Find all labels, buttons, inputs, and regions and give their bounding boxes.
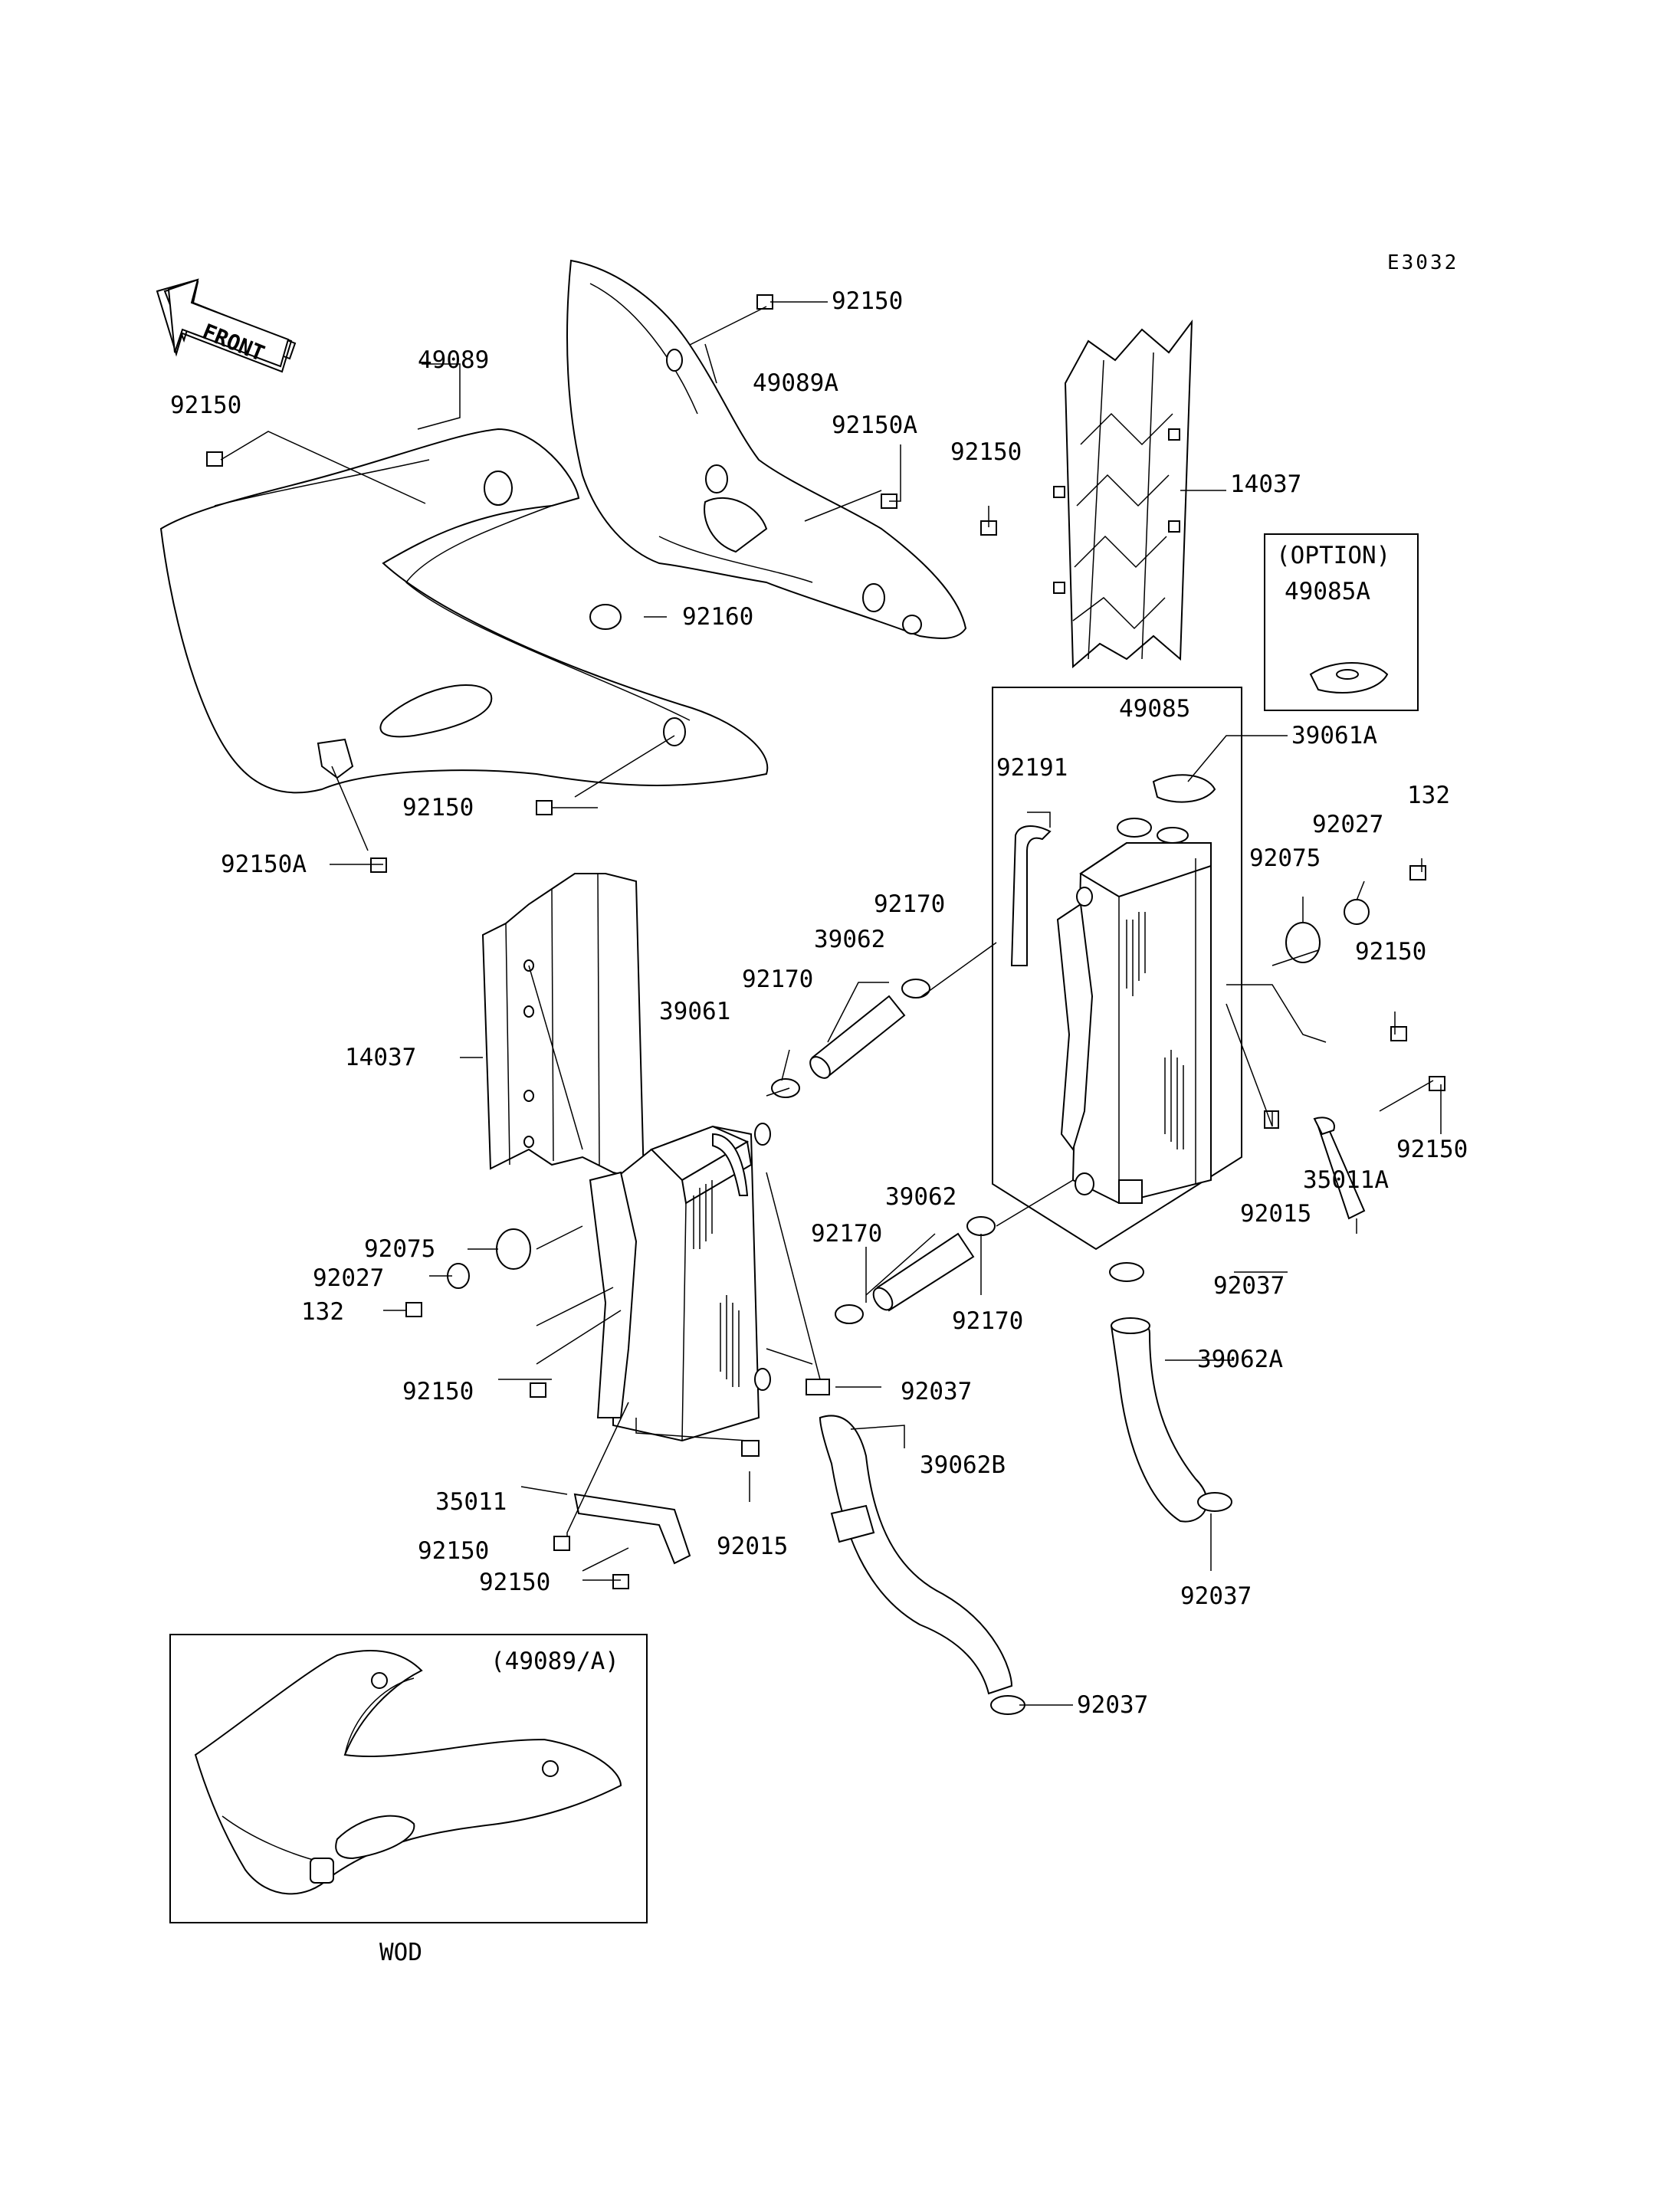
inset-title: (49089/A) [491, 1648, 619, 1675]
label-92150: 92150 [950, 438, 1022, 466]
label-49089A: 49089A [753, 369, 838, 397]
label-92027: 92027 [1312, 811, 1383, 838]
radiator-left [589, 1123, 771, 1442]
label-92150A: 92150A [221, 851, 307, 878]
label-92075: 92075 [1249, 844, 1321, 872]
label-92027: 92027 [313, 1264, 384, 1292]
label-39062: 39062 [885, 1183, 956, 1211]
part-labels: 49089 92150 92150 49089A 92150A 92150 14… [170, 287, 1468, 1719]
label-14037: 14037 [345, 1044, 416, 1071]
label-49085: 49085 [1119, 695, 1190, 723]
label-92170: 92170 [742, 966, 813, 993]
cap-49085-icon [1152, 774, 1216, 803]
label-92150A: 92150A [832, 412, 917, 439]
label-92150: 92150 [402, 794, 474, 821]
label-92037: 92037 [1180, 1582, 1252, 1610]
leader-lines [220, 301, 1442, 1706]
label-92015: 92015 [717, 1533, 788, 1560]
inset-box: (49089/A) WOD [169, 1634, 648, 1966]
hose-39062-upper [809, 995, 906, 1079]
radiator-shroud-right [566, 259, 967, 639]
bracket-35011 [573, 1493, 691, 1565]
label-92170: 92170 [952, 1307, 1023, 1335]
option-title: (OPTION) [1276, 542, 1390, 569]
label-92037: 92037 [901, 1378, 972, 1405]
label-92037: 92037 [1213, 1272, 1285, 1300]
label-92150: 92150 [1396, 1136, 1468, 1163]
label-92170: 92170 [874, 890, 945, 918]
label-92015: 92015 [1240, 1200, 1311, 1228]
label-132: 132 [301, 1298, 344, 1326]
label-49089: 49089 [418, 346, 489, 374]
label-92160: 92160 [682, 603, 753, 631]
label-35011A: 35011A [1303, 1166, 1389, 1194]
hose-39062B [819, 1415, 1013, 1695]
label-92075: 92075 [364, 1235, 435, 1263]
label-39061: 39061 [659, 998, 730, 1025]
option-box: (OPTION) 49085A [1264, 533, 1419, 711]
option-part: 49085A [1285, 578, 1370, 605]
radiator-right-assembly [992, 687, 1242, 1251]
hose-92191 [1010, 825, 1052, 966]
label-39062B: 39062B [920, 1451, 1006, 1479]
label-92150: 92150 [832, 287, 903, 315]
inset-caption: WOD [379, 1939, 422, 1966]
label-92037: 92037 [1077, 1691, 1148, 1719]
label-39062: 39062 [814, 926, 885, 953]
diagram-code: E3032 [1387, 251, 1459, 274]
bracket-35011A [1313, 1117, 1366, 1220]
radiator-louver-right [1053, 319, 1193, 669]
clamp-icon [771, 979, 1232, 1715]
label-92170: 92170 [811, 1220, 882, 1248]
label-92150: 92150 [170, 392, 241, 419]
label-35011: 35011 [435, 1488, 507, 1516]
front-arrow-icon: FRONT [156, 278, 297, 373]
hose-39062A [1110, 1317, 1208, 1523]
bolt-icon [206, 294, 1445, 1589]
label-92150: 92150 [402, 1378, 474, 1405]
label-39061A: 39061A [1291, 722, 1377, 749]
label-132: 132 [1407, 782, 1450, 809]
label-92191: 92191 [996, 754, 1068, 782]
label-92150: 92150 [418, 1537, 489, 1565]
label-39062A: 39062A [1197, 1346, 1283, 1373]
radiator-louver-left [481, 873, 645, 1182]
radiator-shroud-left [159, 428, 769, 794]
hose-39062-lower [872, 1232, 975, 1312]
label-14037: 14037 [1230, 471, 1301, 498]
label-92150: 92150 [479, 1569, 550, 1596]
label-92150: 92150 [1355, 938, 1426, 966]
